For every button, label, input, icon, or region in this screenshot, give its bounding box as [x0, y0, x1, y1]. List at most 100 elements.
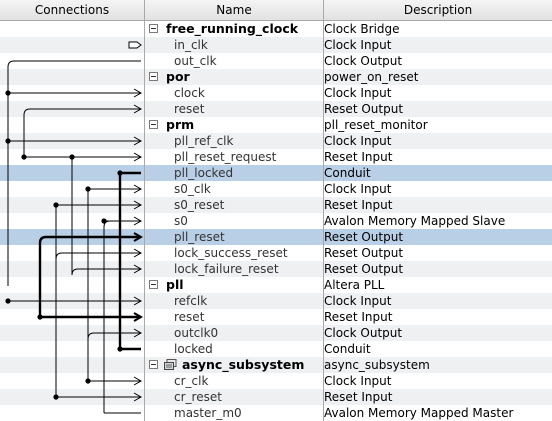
- collapse-toggle-icon[interactable]: [149, 360, 158, 369]
- connection-dot[interactable]: [85, 378, 91, 384]
- name-cell[interactable]: locked: [145, 341, 322, 357]
- connection-arrow[interactable]: [133, 312, 144, 322]
- collapse-toggle-icon[interactable]: [149, 280, 158, 289]
- name-cell[interactable]: pll: [145, 277, 322, 293]
- name-cell[interactable]: reset: [145, 101, 322, 117]
- name-cell[interactable]: por: [145, 69, 322, 85]
- connection-dot[interactable]: [5, 90, 11, 96]
- name-cell[interactable]: pll_reset: [145, 229, 322, 245]
- collapse-toggle-icon[interactable]: [149, 72, 158, 81]
- name-cell[interactable]: pll_locked: [145, 165, 322, 181]
- connection-dot[interactable]: [117, 346, 123, 352]
- name-cell[interactable]: clock: [145, 85, 322, 101]
- name-cell[interactable]: async_subsystem: [145, 357, 322, 373]
- connection-cell[interactable]: [0, 69, 144, 85]
- connection-dot[interactable]: [5, 298, 11, 304]
- name-cell[interactable]: pll_ref_clk: [145, 133, 322, 149]
- collapse-toggle-icon[interactable]: [149, 24, 158, 33]
- connection-dot[interactable]: [37, 314, 43, 320]
- name-cell[interactable]: free_running_clock: [145, 21, 322, 37]
- name-cell[interactable]: cr_reset: [145, 389, 322, 405]
- connection-arrow[interactable]: [133, 136, 143, 146]
- connection-dot[interactable]: [21, 154, 27, 160]
- name-cell[interactable]: out_clk: [145, 53, 322, 69]
- column-header-description[interactable]: Description: [403, 3, 473, 17]
- name-cell[interactable]: lock_failure_reset: [145, 261, 322, 277]
- connection-arrow[interactable]: [133, 88, 143, 98]
- name-cell[interactable]: in_clk: [145, 37, 322, 53]
- connection-dot[interactable]: [85, 186, 91, 192]
- connection-arrow[interactable]: [133, 296, 143, 306]
- lock-failure-net[interactable]: [71, 157, 141, 276]
- name-cell[interactable]: refclk: [145, 293, 322, 309]
- connection-dot[interactable]: [101, 218, 107, 224]
- connection-arrow[interactable]: [133, 232, 144, 242]
- connection-arrow[interactable]: [133, 200, 143, 210]
- module-name: async_subsystem: [182, 357, 305, 372]
- connection-dot[interactable]: [53, 202, 59, 208]
- connection-dot[interactable]: [5, 138, 11, 144]
- exported-port-icon[interactable]: [128, 41, 142, 49]
- connection-arrow[interactable]: [133, 264, 143, 274]
- connection-arrow[interactable]: [133, 392, 143, 402]
- connection-arrow[interactable]: [133, 184, 143, 194]
- connection-dot[interactable]: [53, 394, 59, 400]
- name-cell[interactable]: pll_reset_request: [145, 149, 322, 165]
- connection-cell[interactable]: [0, 37, 144, 53]
- description-cell: Reset Output: [324, 246, 404, 260]
- pll-reset-net[interactable]: [38, 235, 141, 317]
- name-cell[interactable]: s0: [145, 213, 322, 229]
- name-cell[interactable]: s0_reset: [145, 197, 322, 213]
- connection-arrow[interactable]: [133, 376, 143, 386]
- name-cell[interactable]: master_m0: [145, 405, 322, 421]
- column-header-connections[interactable]: Connections: [0, 0, 145, 20]
- connection-arrow[interactable]: [133, 216, 143, 226]
- clock-net[interactable]: [7, 60, 141, 286]
- name-cell[interactable]: cr_clk: [145, 373, 322, 389]
- name-cell[interactable]: reset: [145, 309, 322, 325]
- connection-cell[interactable]: [0, 325, 144, 341]
- description-cell: Altera PLL: [324, 278, 385, 292]
- connection-arrow[interactable]: [133, 328, 143, 338]
- lock-success-net[interactable]: [55, 205, 141, 260]
- name-cell[interactable]: lock_success_reset: [145, 245, 322, 261]
- port-name: s0: [174, 214, 188, 228]
- reset-net[interactable]: [23, 108, 141, 157]
- name-cell[interactable]: s0_clk: [145, 181, 322, 197]
- connection-arrow[interactable]: [133, 248, 143, 258]
- name-cell[interactable]: outclk0: [145, 325, 322, 341]
- connection-dot[interactable]: [69, 154, 75, 160]
- desc-cell-bg: [324, 389, 552, 405]
- connection-lines[interactable]: [0, 21, 145, 421]
- desc-cell-bg: [324, 133, 552, 149]
- name-cell[interactable]: prm: [145, 117, 322, 133]
- connection-dot[interactable]: [117, 170, 123, 176]
- connection-cell[interactable]: [0, 357, 144, 373]
- collapse-toggle-icon[interactable]: [149, 120, 158, 129]
- column-header-name[interactable]: Name: [145, 0, 324, 20]
- connection-arrow[interactable]: [133, 104, 143, 114]
